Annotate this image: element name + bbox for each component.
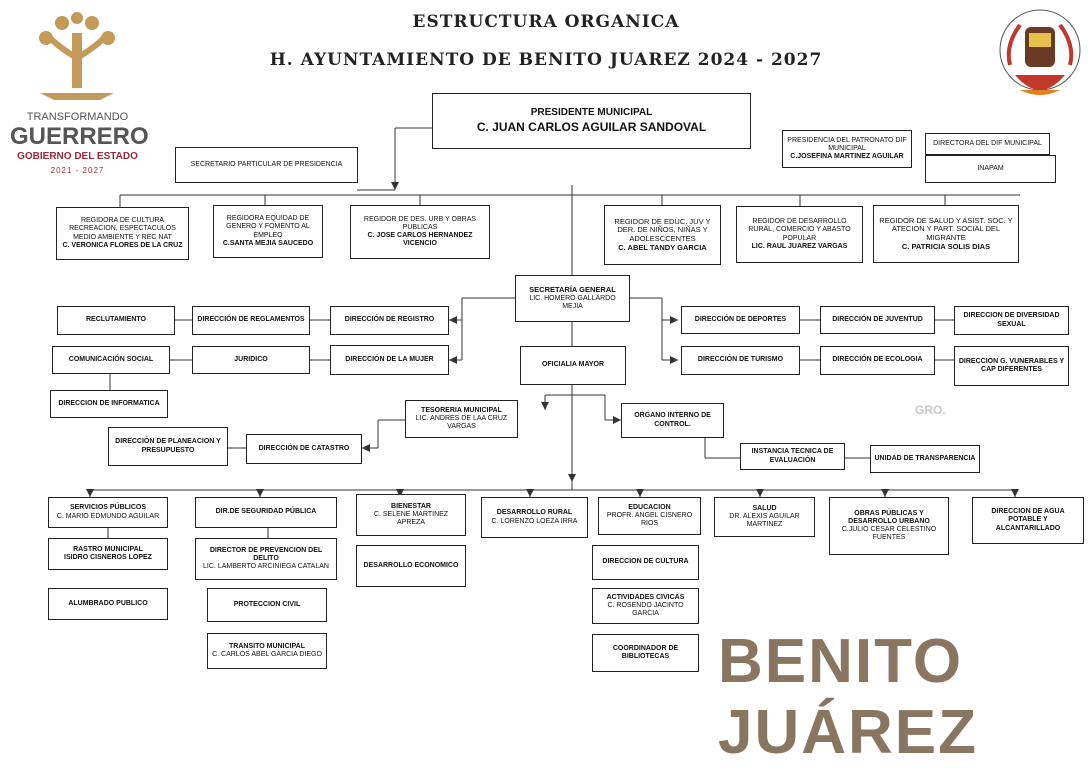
- node-dir-juventud: DIRECCIÓN DE JUVENTUD: [820, 306, 935, 334]
- node-seguridad: DIR.DE SEGURIDAD PÚBLICA: [195, 497, 337, 528]
- municipal-seal-icon: [995, 5, 1085, 115]
- node-desarrollo-economico: DESARROLLO ECONOMICO: [356, 545, 466, 587]
- node-dir-mujer: DIRECCIÓN DE LA MUJER: [330, 345, 449, 375]
- guerrero-logo: TRANSFORMANDO GUERRERO GOBIERNO DEL ESTA…: [10, 8, 149, 183]
- node-regidora-equidad: REGIDORA EQUIDAD DE GENERO Y FOMENTO AL …: [213, 205, 323, 258]
- node-bienestar: BIENESTAR C. SELENE MARTINEZ APREZA: [356, 494, 466, 536]
- node-salud: SALUD DR. ALEXIS AGUILAR MARTINEZ: [714, 497, 815, 537]
- node-dir-deportes: DIRECCIÓN DE DEPORTES: [681, 306, 800, 334]
- node-instancia-tecnica: INSTANCIA TECNICA DE EVALUACIÓN: [740, 443, 845, 470]
- node-secretaria-general: SECRETARÍA GENERAL LIC. HOMERO GALLARDO …: [515, 275, 630, 322]
- node-alumbrado: ALUMBRADO PUBLICO: [48, 588, 168, 620]
- node-comunicacion: COMUNICACIÓN SOCIAL: [52, 346, 170, 374]
- node-directora-dif: DIRECTORA DEL DIF MUNICIPAL: [925, 133, 1050, 155]
- node-rastro: RASTRO MUNICIPAL ISIDRO CISNEROS LOPEZ: [48, 538, 168, 570]
- node-actividades-civicas: ACTIVIDADES CIVICAS C. ROSENDO JACINTO G…: [592, 588, 699, 624]
- node-patronato: PRESIDENCIA DEL PATRONATO DIF MUNICIPAL …: [782, 130, 912, 168]
- node-servicios-publicos: SERVICIOS PÚBLICOS C. MARIO EDMUNDO AGUI…: [48, 497, 168, 528]
- node-regidor-urb: REGIDOR DE DES. URB Y OBRAS PUBLICAS C. …: [350, 205, 490, 259]
- connector-lines: [86, 127, 1020, 538]
- node-dir-diversidad: DIRECCION DE DIVERSIDAD SEXUAL: [954, 306, 1069, 335]
- node-agua-potable: DIRECCION DE AGUA POTABLE Y ALCANTARILLA…: [972, 497, 1084, 544]
- node-coord-bibliotecas: COORDINADOR DE BIBLIOTECAS: [592, 634, 699, 672]
- logo-line4: 2021 - 2027: [50, 166, 105, 175]
- tree-emblem-icon: [39, 12, 115, 100]
- node-inapam: INAPAM: [925, 155, 1056, 183]
- chart-subtitle: H. AYUNTAMIENTO DE BENITO JUAREZ 2024 - …: [269, 50, 823, 70]
- logo-line2: GUERRERO: [10, 123, 149, 150]
- node-regidor-educ: REGIDOR DE EDUC. JUV Y DER. DE NIÑOS, NI…: [604, 205, 721, 265]
- logo-line3: GOBIERNO DEL ESTADO: [17, 151, 138, 162]
- node-dir-reglamentos: DIRECCIÓN DE REGLAMENTOS: [192, 306, 310, 335]
- node-obras-publicas: OBRAS PÚBLICAS Y DESARROLLO URBANO C.JUL…: [829, 497, 949, 555]
- node-organo-interno: ORGANO INTERNO DE CONTROL.: [621, 403, 724, 438]
- node-transito: TRANSITO MUNICIPAL C. CARLOS ABEL GARCIA…: [207, 633, 327, 669]
- node-dir-cultura: DIRECCION DE CULTURA: [592, 545, 699, 580]
- logo-line1: TRANSFORMANDO: [26, 111, 129, 123]
- node-proteccion-civil: PROTECCION CIVIL: [207, 588, 327, 622]
- node-dir-catastro: DIRECCIÓN DE CATASTRO: [246, 434, 362, 464]
- node-dir-registro: DIRECCIÓN DE REGISTRO: [330, 306, 449, 335]
- node-regidora-cultura: REGIDORA DE CULTURA RECREACION, ESPECTAC…: [56, 207, 189, 260]
- node-oficialia: OFICIALIA MAYOR: [520, 346, 626, 385]
- node-reclutamiento: RECLUTAMIENTO: [57, 306, 175, 335]
- node-presidente: PRESIDENTE MUNICIPAL C. JUAN CARLOS AGUI…: [432, 93, 751, 149]
- node-dir-ecologia: DIRECCIÓN DE ECOLOGIA: [820, 346, 935, 375]
- node-tesoreria: TESORERIA MUNICIPAL LIC. ANDRES DE LAA C…: [405, 400, 518, 438]
- node-desarrollo-rural: DESARROLLO RURAL C. LORENZO LOEZA IRRA: [481, 497, 588, 538]
- node-secretario-particular: SECRETARIO PARTICULAR DE PRESIDENCIA: [175, 147, 358, 183]
- node-juridico: JURIDICO: [192, 346, 310, 374]
- node-unidad-transparencia: UNIDAD DE TRANSPARENCIA: [870, 445, 980, 473]
- chart-title: ESTRUCTURA ORGANICA: [412, 12, 680, 32]
- node-regidor-rural: REGIDOR DE DESARROLLO RURAL, COMERCIO Y …: [736, 206, 863, 263]
- node-educacion: EDUCACION PROFR. ANGEL CISNERO RIOS: [598, 497, 701, 535]
- watermark-gro: GRO.: [915, 403, 946, 417]
- node-dir-informatica: DIRECCION DE INFORMATICA: [50, 390, 168, 418]
- node-regidor-salud: REGIDOR DE SALUD Y ASIST. SOC. Y ATECION…: [873, 205, 1019, 263]
- node-prevencion: DIRECTOR DE PREVENCION DEL DELITO LIC. L…: [195, 538, 337, 580]
- node-dir-planeacion: DIRECCIÓN DE PLANEACION Y PRESUPUESTO: [108, 427, 228, 466]
- node-dir-vulnerables: DIRECCION G. VUNERABLES Y CAP DIFERENTES: [954, 346, 1069, 386]
- node-dir-turismo: DIRECCIÓN DE TURISMO: [681, 346, 800, 375]
